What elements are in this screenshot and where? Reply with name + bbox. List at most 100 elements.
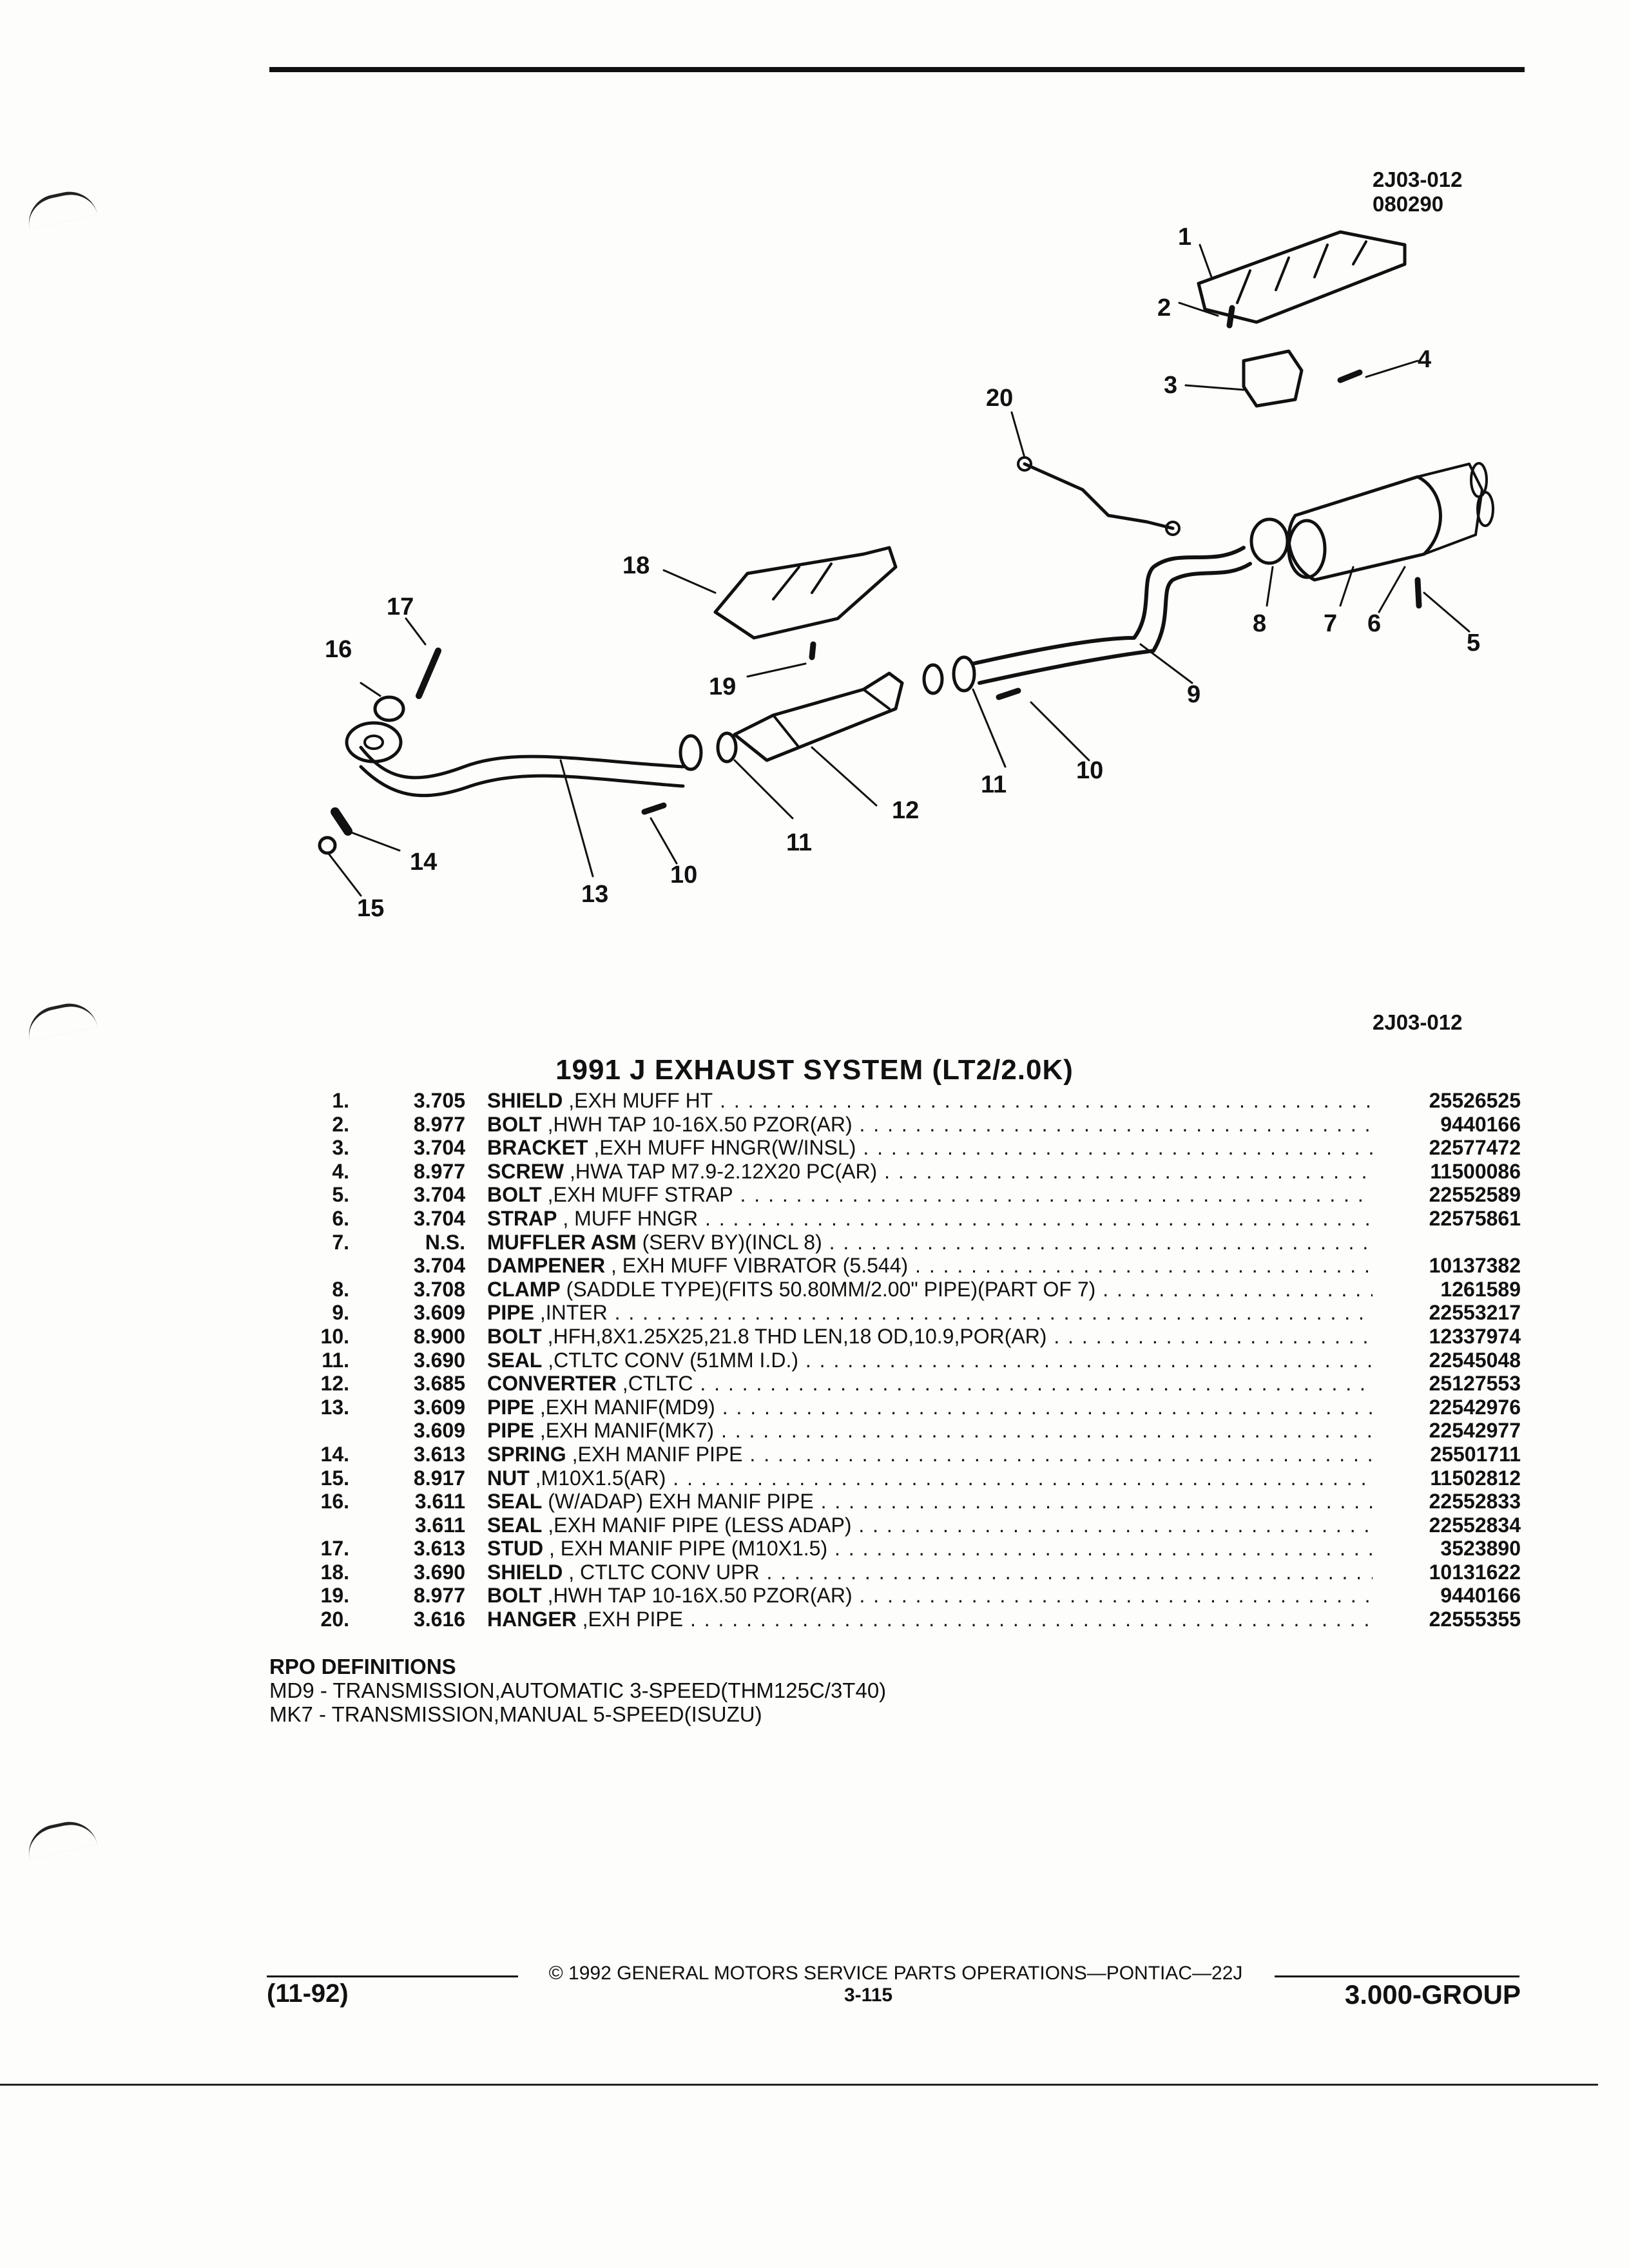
part-number: 22542976 [1429,1395,1521,1419]
part-number: 3523890 [1440,1537,1521,1561]
part-number: 11502812 [1430,1466,1521,1490]
item-detail: ,HFH,8X1.25X25,21.8 THD LEN,18 OD,10.9,P… [541,1324,1047,1348]
page-title: 1991 J EXHAUST SYSTEM (LT2/2.0K) [555,1054,1074,1086]
item-name: STUD [487,1537,544,1561]
item-description: PIPE ,EXH MANIF(MD9) [487,1396,1373,1419]
seal [679,734,703,771]
part-number: 25127553 [1429,1372,1521,1396]
clamp [1249,517,1289,565]
item-description: STUD , EXH MANIF PIPE (M10X1.5) [487,1537,1373,1561]
item-number: 4. [332,1159,349,1183]
item-description: SPRING ,EXH MANIF PIPE [487,1443,1373,1466]
item-detail: (W/ADAP) EXH MANIF PIPE [542,1490,814,1514]
revision-date: (11-92) [267,1979,349,2008]
group-code: 3.609 [413,1419,465,1443]
part-number: 22545048 [1429,1348,1521,1372]
item-name: STRAP [487,1206,557,1230]
part-number: 25526525 [1429,1089,1521,1112]
item-number: 9. [332,1301,349,1325]
item-description: MUFFLER ASM (SERV BY)(INCL 8) [487,1231,1373,1254]
muffler-bracket [1242,349,1304,408]
item-name: DAMPENER [487,1254,606,1278]
item-number: 18. [320,1560,349,1584]
figure-code: 2J03-012 080290 [1373,168,1462,216]
exhaust-hanger [1023,462,1175,530]
item-name: PIPE [487,1301,534,1325]
item-description: CONVERTER ,CTLTC [487,1372,1373,1396]
callout: 16 [325,636,352,663]
part-number: 22555355 [1429,1608,1521,1631]
bolt [1337,369,1363,383]
parts-row: 7.N.S.MUFFLER ASM (SERV BY)(INCL 8) [277,1231,1521,1254]
rpo-heading: RPO DEFINITIONS [269,1655,456,1678]
muffler-heat-shield [1197,230,1407,324]
group-code: 3.704 [413,1254,465,1278]
item-detail: , EXH MUFF VIBRATOR (5.544) [605,1254,909,1278]
item-name: SHIELD [487,1089,563,1112]
flange [345,721,403,764]
item-description: PIPE ,EXH MANIF(MK7) [487,1419,1373,1443]
item-detail: ,M10X1.5(AR) [529,1466,666,1490]
bottom-rule [0,2084,1598,2086]
item-detail: , CTLTC CONV UPR [563,1560,760,1584]
item-name: BOLT [487,1324,542,1348]
item-detail: ,HWH TAP 10-16X.50 PZOR(AR) [541,1112,853,1136]
callout: 5 [1467,629,1480,657]
callout: 11 [981,771,1007,798]
item-detail: (SADDLE TYPE)(FITS 50.80MM/2.00" PIPE)(P… [560,1277,1096,1301]
group-code: 3.690 [413,1560,465,1584]
callout: 11 [786,829,812,856]
callout: 18 [622,552,650,579]
group-code: 3.685 [413,1372,465,1396]
group-code: 3.616 [413,1608,465,1631]
item-name: MUFFLER ASM [487,1230,637,1254]
callout: 1 [1178,224,1191,251]
exhaust-diagram: 1 2 3 4 5 6 7 8 9 10 10 11 11 12 13 14 1… [318,224,1494,922]
figure-date-code: 080290 [1373,192,1444,216]
part-number: 11500086 [1430,1159,1521,1183]
seal [716,731,738,764]
item-name: SEAL [487,1490,543,1514]
part-number: 22552834 [1429,1513,1521,1537]
group-code: 8.977 [413,1584,465,1608]
group-code: 3.609 [413,1395,465,1419]
item-name: HANGER [487,1608,577,1631]
item-description: BOLT ,HFH,8X1.25X25,21.8 THD LEN,18 OD,1… [487,1325,1373,1349]
item-detail: ,INTER [534,1301,608,1325]
manifold-pipe [359,745,685,780]
item-detail: ,EXH MUFF HNGR(W/INSL) [588,1136,856,1160]
muffler [1287,475,1442,582]
callout: 14 [410,849,437,876]
item-description: PIPE ,INTER [487,1301,1373,1325]
item-number: 10. [320,1324,349,1348]
part-number: 22542977 [1429,1419,1521,1443]
item-number: 19. [320,1584,349,1608]
part-number: 10137382 [1429,1254,1521,1278]
callout: 9 [1187,681,1200,708]
spring [331,807,352,836]
parts-row: 3.609 PIPE ,EXH MANIF(MK7) 22542977 [277,1419,1521,1443]
callout-labels: 1 2 3 4 5 6 7 8 9 10 10 11 11 12 13 14 1… [325,224,1480,922]
callout: 10 [670,861,697,889]
item-name: BOLT [487,1112,542,1136]
part-number: 9440166 [1440,1584,1521,1608]
callout: 8 [1253,610,1266,637]
item-detail: ,CTLTC CONV (51MM I.D.) [542,1348,798,1372]
item-name: PIPE [487,1419,534,1443]
bolt [809,641,816,660]
item-number: 16. [320,1490,349,1514]
item-detail: , EXH MANIF PIPE (M10X1.5) [543,1537,828,1561]
item-description: BRACKET ,EXH MUFF HNGR(W/INSL) [487,1136,1373,1160]
